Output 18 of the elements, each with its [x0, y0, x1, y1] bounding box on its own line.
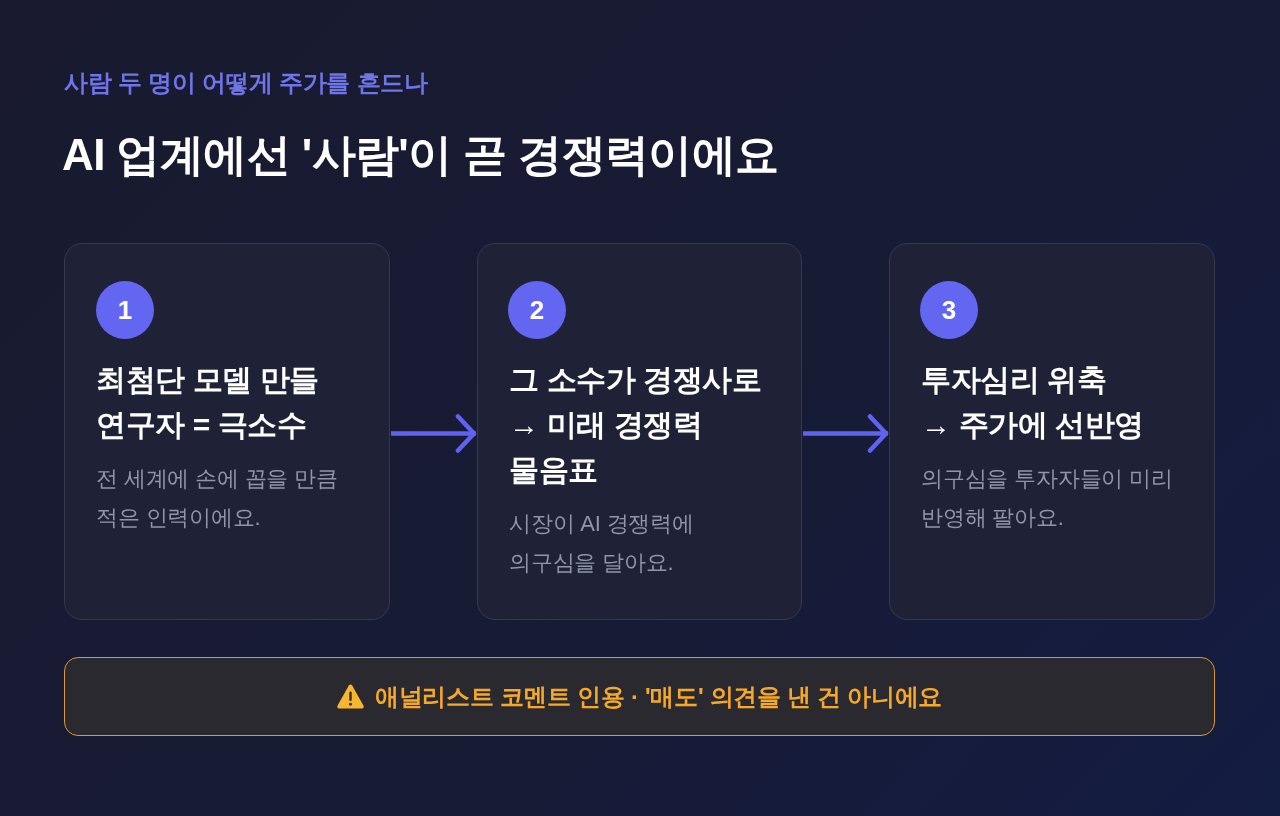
- step-number-badge: 3: [920, 281, 978, 339]
- step-number-badge: 1: [96, 281, 154, 339]
- step-number-badge: 2: [508, 281, 566, 339]
- step-heading: 투자심리 위축 → 주가에 선반영: [921, 362, 1146, 443]
- subtitle: 사람 두 명이 어떻게 주가를 흔드나: [64, 68, 428, 98]
- step-heading: 최첨단 모델 만들 연구자 = 극소수: [96, 362, 321, 443]
- step-description: 의구심을 투자자들이 미리 반영해 팔아요.: [921, 465, 1174, 532]
- note-text: 애널리스트 코멘트 인용 · '매도' 의견을 낸 건 아니에요: [374, 681, 943, 712]
- arrow: [391, 414, 477, 453]
- step-card: [64, 243, 390, 620]
- step-description: 시장이 AI 경쟁력에 의구심을 달아요.: [509, 510, 695, 577]
- title: AI 업계에선 '사람'이 곧 경쟁력이에요: [62, 129, 779, 181]
- arrow: [803, 414, 889, 453]
- step-card: [477, 243, 802, 620]
- step-description: 전 세계에 손에 꼽을 만큼 적은 인력이에요.: [96, 465, 339, 532]
- step-heading: 그 소수가 경쟁사로 → 미래 경쟁력 물음표: [509, 362, 763, 488]
- step-card: [889, 243, 1215, 620]
- note-box: [64, 657, 1215, 736]
